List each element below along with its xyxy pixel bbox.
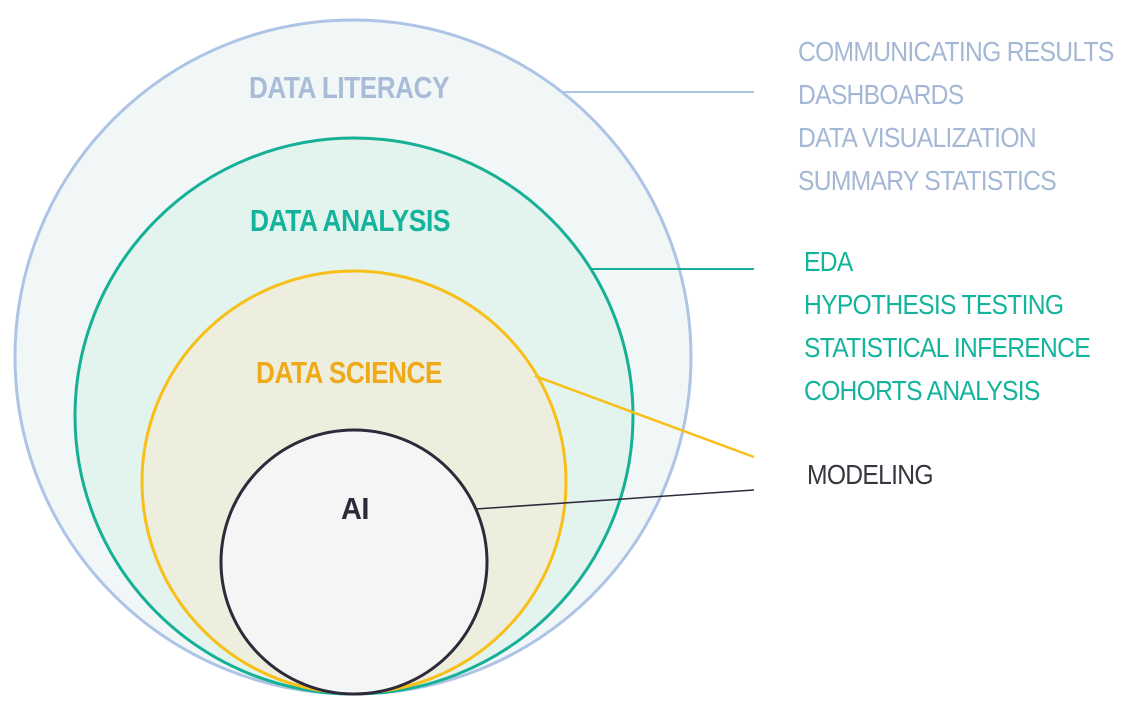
data-literacy-label: DATA LITERACY — [249, 70, 450, 105]
ai-circle — [219, 428, 489, 696]
data-science-connector — [534, 374, 755, 459]
list-item: COMMUNICATING RESULTS — [798, 36, 1114, 67]
list-item: HYPOTHESIS TESTING — [804, 289, 1064, 320]
data-science-label: DATA SCIENCE — [256, 355, 442, 390]
ai-connector — [475, 489, 755, 510]
list-item: DASHBOARDS — [798, 79, 964, 110]
list-item: MODELING — [807, 459, 934, 490]
list-item: COHORTS ANALYSIS — [804, 375, 1040, 406]
list-item: STATISTICAL INFERENCE — [804, 332, 1091, 363]
list-item: SUMMARY STATISTICS — [798, 165, 1057, 196]
ai-label: AI — [341, 491, 369, 526]
list-item: DATA VISUALIZATION — [798, 122, 1037, 153]
data-analysis-items: EDA HYPOTHESIS TESTING STATISTICAL INFER… — [804, 240, 1091, 412]
list-item: EDA — [804, 246, 853, 277]
data-literacy-items: COMMUNICATING RESULTS DASHBOARDS DATA VI… — [798, 30, 1114, 202]
data-analysis-label: DATA ANALYSIS — [250, 203, 450, 238]
data-science-items: MODELING — [807, 453, 934, 496]
